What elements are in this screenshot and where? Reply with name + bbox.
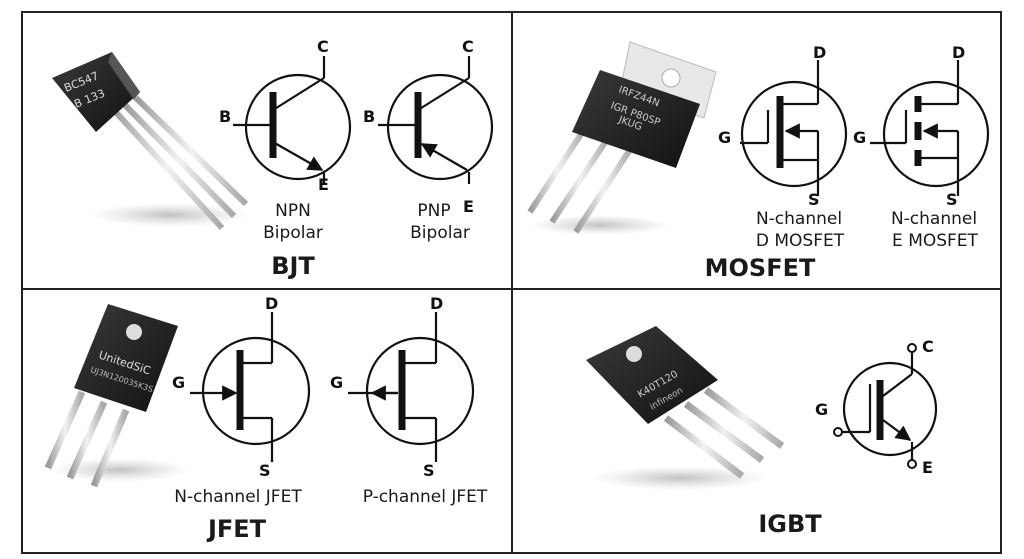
pnp-label-line2: Bipolar (410, 223, 470, 243)
mosfet-title: MOSFET (705, 254, 816, 282)
nch-d-label-line1: N-channel (756, 209, 842, 229)
nch-e-label-line1: N-channel (891, 209, 977, 229)
nch-d-pin-s: S (808, 190, 820, 209)
nch-e-mosfet-symbol: G D S N-channel E MOSFET (853, 43, 990, 251)
igbt-panel: K40T120 infineon C G E IGBT (586, 326, 938, 538)
nch-jfet-pin-d: D (265, 294, 278, 313)
nch-d-pin-d: D (813, 43, 826, 62)
mosfet-panel: IRFZ44N IGR P80SP JKUG G D S N-channel D… (527, 41, 990, 282)
igbt-pin-g: G (815, 400, 828, 419)
pch-jfet-pin-s: S (423, 461, 435, 480)
npn-label-line1: NPN (275, 201, 311, 221)
pnp-label-line1: PNP (417, 201, 450, 221)
nch-d-mosfet-symbol: G D S N-channel D MOSFET (718, 43, 848, 251)
bjt-title: BJT (271, 252, 315, 280)
igbt-pin-c: C (922, 337, 934, 356)
pch-jfet-symbol: G D S P-channel JFET (330, 294, 488, 507)
nch-e-pin-s: S (946, 190, 958, 209)
nch-jfet-pin-g: G (172, 373, 185, 392)
jfet-panel: UnitedSiC UJ3N120035K3S G D S N-channel … (44, 294, 488, 543)
pnp-pin-b: B (363, 107, 375, 126)
nch-e-pin-g: G (853, 128, 866, 147)
nch-e-label-line2: E MOSFET (892, 231, 979, 251)
pnp-pin-c: C (462, 37, 474, 56)
nch-jfet-pin-s: S (259, 461, 271, 480)
igbt-symbol: C G E (815, 337, 938, 477)
bjt-panel: BC547 B 133 B C E NPN Bipolar (52, 37, 494, 280)
nch-jfet-label: N-channel JFET (174, 487, 302, 507)
pch-jfet-pin-d: D (430, 294, 443, 313)
igbt-part-photo: K40T120 infineon (586, 326, 785, 490)
npn-pin-b: B (219, 107, 231, 126)
nch-d-pin-g: G (718, 128, 731, 147)
igbt-terminal-e (907, 459, 917, 469)
nch-jfet-symbol: G D S N-channel JFET (172, 294, 311, 507)
igbt-title: IGBT (758, 510, 822, 538)
pch-jfet-pin-g: G (330, 373, 343, 392)
nch-e-pin-d: D (952, 43, 965, 62)
igbt-terminal-c (907, 343, 917, 353)
jfet-part-photo: UnitedSiC UJ3N120035K3S (44, 304, 190, 488)
npn-symbol: B C E NPN Bipolar (219, 37, 352, 243)
bjt-part-photo: BC547 B 133 (52, 52, 250, 231)
nch-d-label-line2: D MOSFET (756, 231, 845, 251)
mosfet-part-photo: IRFZ44N IGR P80SP JKUG (527, 41, 717, 235)
npn-pin-e: E (318, 175, 329, 194)
igbt-terminal-g (833, 427, 843, 437)
igbt-pin-e: E (922, 458, 933, 477)
pnp-symbol: B C E PNP Bipolar (363, 37, 494, 243)
pch-jfet-label: P-channel JFET (363, 487, 488, 507)
jfet-title: JFET (206, 515, 267, 543)
pnp-pin-e: E (463, 197, 474, 216)
npn-pin-c: C (317, 37, 329, 56)
npn-label-line2: Bipolar (263, 223, 323, 243)
